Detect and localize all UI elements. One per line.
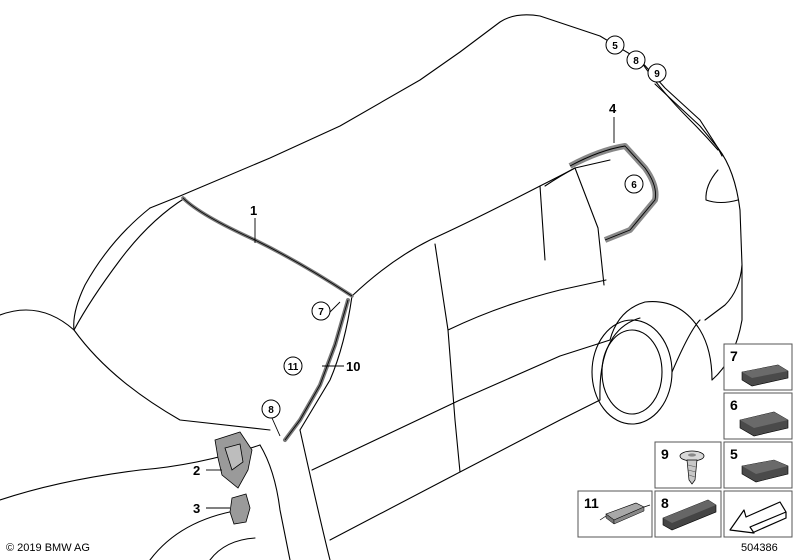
svg-text:9: 9 — [654, 69, 660, 80]
circled-callout-11: 11 — [283, 356, 303, 376]
clip-part-11 — [599, 502, 651, 525]
legend-box-11: 11 — [577, 490, 653, 538]
windshield-gasket-part — [181, 196, 354, 298]
legend-box-5: 5 — [723, 441, 793, 489]
legend-box-7: 7 — [723, 343, 793, 391]
bracket-part-3 — [229, 493, 251, 525]
callout-4: 4 — [609, 101, 617, 116]
legend-box-8: 8 — [654, 490, 722, 538]
rear-window-gasket-part — [568, 143, 659, 243]
svg-text:7: 7 — [730, 348, 738, 364]
legend-box-9: 9 — [654, 441, 722, 489]
legend-box-6: 6 — [723, 392, 793, 440]
callout-2: 2 — [193, 463, 200, 478]
svg-text:6: 6 — [730, 397, 738, 413]
parts-legend: 7 6 9 5 — [577, 343, 793, 538]
diagram-number: 504386 — [741, 542, 778, 554]
circled-callout-6: 6 — [624, 174, 644, 194]
callout-3: 3 — [193, 501, 200, 516]
screw-part-9 — [679, 450, 705, 485]
svg-text:6: 6 — [631, 180, 637, 191]
circled-callout-8-top: 8 — [626, 50, 646, 70]
svg-text:7: 7 — [318, 307, 324, 318]
svg-text:9: 9 — [661, 446, 669, 462]
svg-text:8: 8 — [633, 56, 639, 67]
circled-callout-7: 7 — [311, 301, 331, 321]
svg-text:8: 8 — [268, 405, 274, 416]
svg-text:5: 5 — [730, 446, 738, 462]
copyright-text: © 2019 BMW AG — [6, 542, 90, 554]
bracket-part-2 — [214, 431, 253, 489]
svg-text:11: 11 — [288, 362, 299, 373]
svg-text:11: 11 — [584, 495, 599, 511]
circled-callout-8-front: 8 — [261, 399, 281, 419]
svg-text:5: 5 — [612, 41, 618, 52]
callout-1: 1 — [250, 203, 257, 218]
leader-lines — [206, 117, 615, 509]
svg-text:8: 8 — [661, 495, 669, 511]
callout-10: 10 — [346, 359, 360, 374]
legend-box-arrow — [723, 490, 793, 538]
car-body-outline — [0, 14, 743, 560]
circled-callout-5: 5 — [605, 35, 625, 55]
circled-callout-9: 9 — [647, 63, 667, 83]
